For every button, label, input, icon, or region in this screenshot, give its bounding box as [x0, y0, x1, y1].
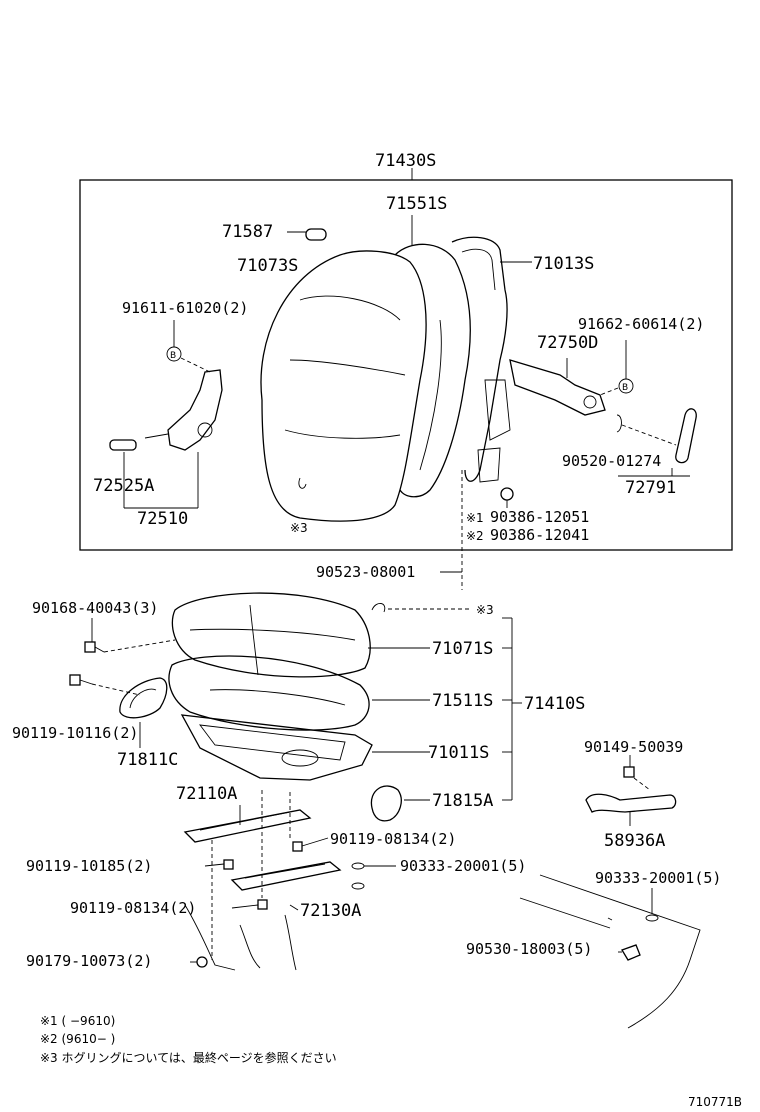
slide-adjuster-handle	[585, 793, 677, 813]
footnote-1: ※1 ( −9610)	[40, 1014, 115, 1028]
washer-90333-b	[645, 914, 659, 922]
label-90119-08134-a: 90119-08134(2)	[330, 830, 456, 848]
seatback-cover	[260, 250, 427, 522]
seat-track-rail-left	[183, 809, 312, 843]
nut-90179	[190, 956, 208, 968]
seat-cushion-cover	[171, 592, 371, 678]
seat-track-rail-right	[230, 861, 342, 891]
recliner-mechanism	[509, 358, 606, 416]
label-71811c: 71811C	[117, 750, 178, 770]
headrest-pin	[287, 228, 327, 241]
label-71551s: 71551S	[386, 194, 447, 214]
circle-b-right-letter: B	[622, 383, 628, 393]
circle-b-left-letter: B	[170, 351, 176, 361]
marker-ref1: ※1	[466, 511, 484, 525]
label-90386-12051: 90386-12051	[490, 508, 589, 526]
recliner-cover-left	[109, 369, 223, 451]
label-72130a: 72130A	[300, 901, 361, 921]
label-91662: 91662-60614(2)	[578, 315, 704, 333]
label-90119-08134-b: 90119-08134(2)	[70, 899, 196, 917]
floor-panel	[184, 874, 701, 1029]
label-90168: 90168-40043(3)	[32, 599, 158, 617]
label-72791: 72791	[625, 478, 676, 498]
figure-id: 710771B	[688, 1095, 742, 1109]
label-71011s: 71011S	[428, 743, 489, 763]
bolt-90119-08134-a	[292, 837, 329, 852]
footnote-2: ※2 (9610− )	[40, 1032, 115, 1046]
footnote-3: ※3 ホグリングについては、最終ページを参照ください	[40, 1050, 337, 1065]
label-90149: 90149-50039	[584, 738, 683, 756]
label-58936a: 58936A	[604, 831, 665, 851]
label-72510: 72510	[137, 509, 188, 529]
label-71071s: 71071S	[432, 639, 493, 659]
bolt-90119-10185	[204, 859, 234, 870]
label-90523: 90523-08001	[316, 563, 415, 581]
bolt-90119-10116	[69, 674, 141, 696]
label-71073s: 71073S	[237, 256, 298, 276]
seatback-pad	[394, 243, 471, 498]
label-72110a: 72110A	[176, 784, 237, 804]
label-71410s: 71410S	[524, 694, 585, 714]
bolt-90119-08134-b	[231, 899, 268, 910]
seat-side-trim	[119, 677, 168, 719]
nut-90530	[618, 944, 641, 961]
label-91611: 91611-61020(2)	[122, 299, 248, 317]
seatback-assembly-frame	[79, 179, 733, 551]
washer-90333-a	[351, 862, 365, 870]
label-90386-12041: 90386-12041	[490, 526, 589, 544]
seat-side-cover	[370, 785, 402, 822]
marker-ref3-upper: ※3	[290, 521, 308, 535]
label-90520: 90520-01274	[562, 452, 661, 470]
label-71511s: 71511S	[432, 691, 493, 711]
label-71013s: 71013S	[533, 254, 594, 274]
marker-ref2: ※2	[466, 529, 484, 543]
label-90179: 90179-10073(2)	[26, 952, 152, 970]
label-90119-10116: 90119-10116(2)	[12, 724, 138, 742]
label-90530: 90530-18003(5)	[466, 940, 592, 958]
label-72750d: 72750D	[537, 333, 598, 353]
label-90119-10185: 90119-10185(2)	[26, 857, 152, 875]
seat-cushion-frame	[180, 714, 373, 781]
seatback-frame	[451, 236, 511, 483]
label-90333-a: 90333-20001(5)	[400, 857, 526, 875]
label-90333-b: 90333-20001(5)	[595, 869, 721, 887]
label-72525a: 72525A	[93, 476, 154, 496]
bolt-90386	[500, 487, 514, 508]
bolt-90168	[84, 618, 176, 653]
seat-cushion-pad	[168, 655, 370, 731]
bolt-90149	[623, 755, 651, 791]
marker-ref3-lower: ※3	[476, 603, 494, 617]
recline-lever-handle	[616, 408, 697, 464]
label-71815a: 71815A	[432, 791, 493, 811]
label-71587: 71587	[222, 222, 273, 242]
label-71430s: 71430S	[375, 151, 436, 171]
